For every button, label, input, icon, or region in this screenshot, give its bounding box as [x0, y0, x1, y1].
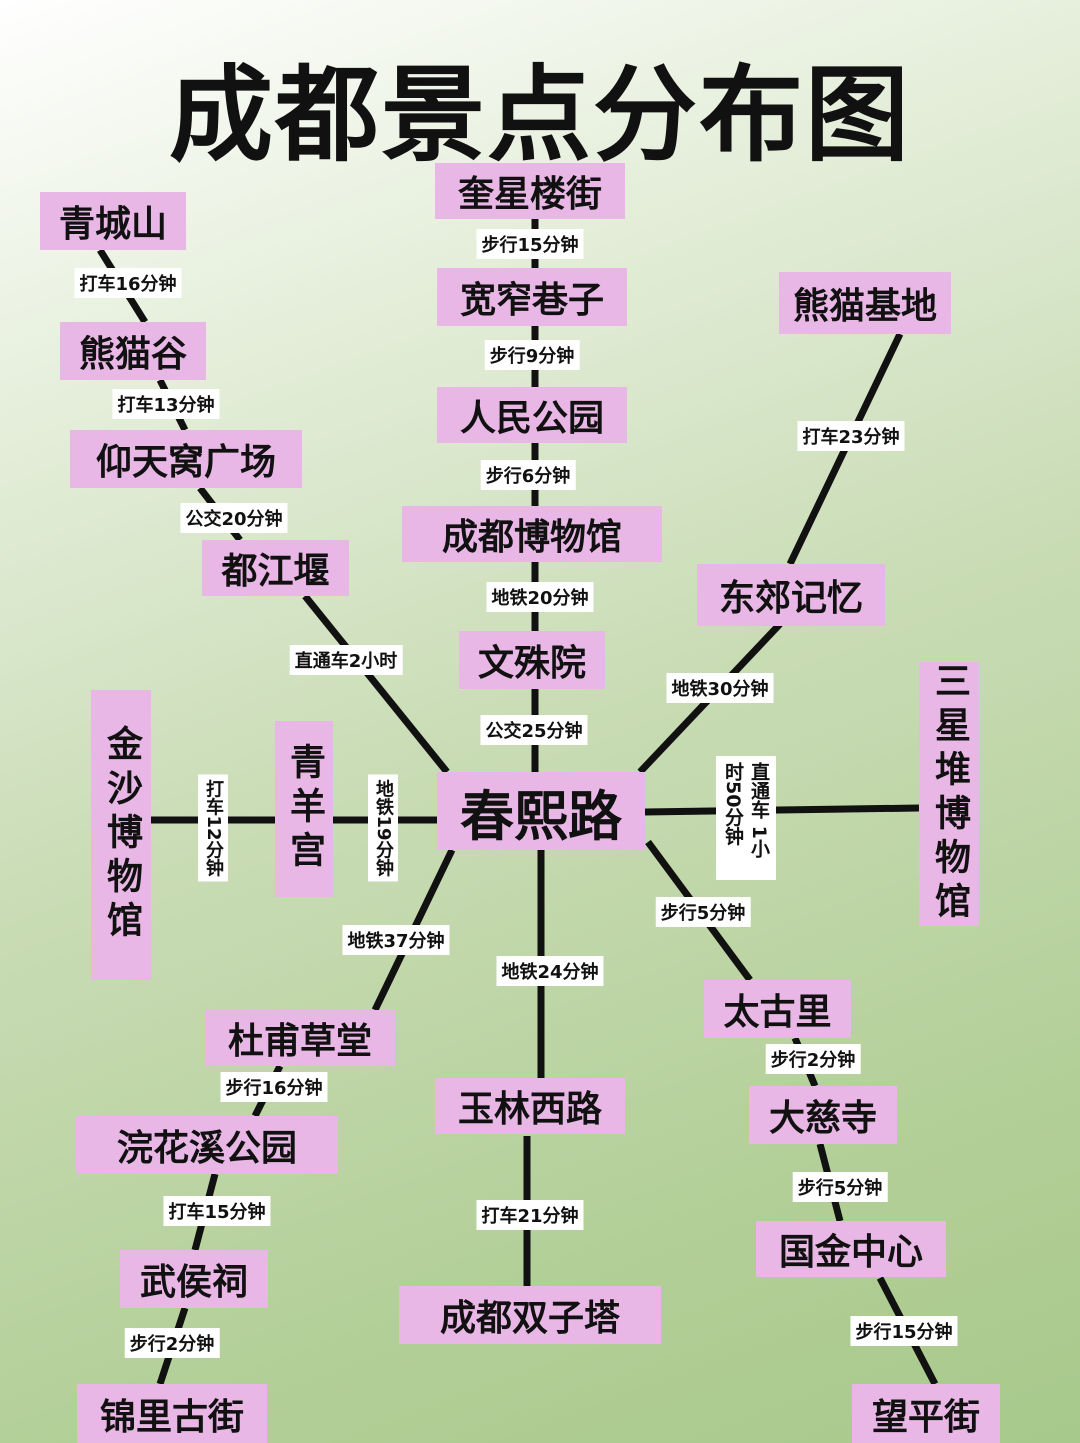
route-time-label: 打车21分钟 — [476, 1200, 584, 1230]
attraction-node: 锦里古街 — [77, 1384, 267, 1443]
attraction-node: 望平街 — [852, 1384, 1000, 1443]
attraction-node: 青城山 — [40, 192, 186, 250]
map-title: 成都景点分布图 — [168, 54, 911, 176]
route-time-label: 步行15分钟 — [476, 229, 584, 259]
route-time-label: 步行2分钟 — [765, 1044, 861, 1074]
route-time-label: 步行6分钟 — [480, 460, 576, 490]
attraction-node: 春熙路 — [437, 772, 645, 850]
route-time-label: 地铁37分钟 — [342, 925, 450, 955]
route-time-label: 公交25分钟 — [480, 715, 588, 745]
attraction-node: 浣花溪公园 — [76, 1116, 338, 1174]
route-time-label: 地铁24分钟 — [496, 956, 604, 986]
route-time-label: 地铁20分钟 — [486, 582, 594, 612]
attraction-node: 成都博物馆 — [402, 506, 662, 562]
attraction-node: 金沙博物馆 — [91, 690, 151, 980]
route-time-label: 步行15分钟 — [850, 1316, 958, 1346]
route-time-label: 打车15分钟 — [163, 1196, 271, 1226]
route-line — [644, 804, 920, 816]
attraction-node: 大慈寺 — [749, 1086, 897, 1144]
route-time-label: 步行5分钟 — [655, 897, 751, 927]
attraction-node: 国金中心 — [756, 1221, 946, 1277]
attraction-node: 太古里 — [704, 980, 851, 1038]
attraction-node: 青羊宫 — [275, 721, 333, 897]
attraction-node: 熊猫基地 — [779, 272, 951, 334]
attraction-node: 三星堆博物馆 — [919, 662, 979, 926]
route-time-label: 打车23分钟 — [797, 421, 905, 451]
attraction-node: 成都双子塔 — [399, 1286, 661, 1344]
route-time-label: 直通车 1小时50分钟 — [716, 756, 776, 880]
attraction-node: 人民公园 — [437, 387, 627, 443]
attraction-node: 宽窄巷子 — [437, 268, 627, 326]
route-time-label: 步行9分钟 — [484, 340, 580, 370]
attraction-node: 仰天窝广场 — [70, 430, 302, 488]
attraction-node: 都江堰 — [202, 540, 349, 596]
route-time-label: 步行16分钟 — [220, 1072, 328, 1102]
route-line — [302, 593, 450, 775]
route-time-label: 公交20分钟 — [180, 503, 288, 533]
attraction-node: 熊猫谷 — [60, 322, 206, 380]
route-time-label: 地铁30分钟 — [666, 673, 774, 703]
route-time-label: 打车12分钟 — [198, 774, 228, 882]
attraction-node: 文殊院 — [459, 631, 605, 689]
attraction-node: 杜甫草堂 — [205, 1010, 395, 1066]
route-time-label: 打车16分钟 — [74, 268, 182, 298]
attraction-node: 武侯祠 — [120, 1250, 268, 1308]
attraction-node: 玉林西路 — [435, 1078, 625, 1134]
route-time-label: 直通车2小时 — [289, 645, 403, 675]
route-time-label: 步行5分钟 — [792, 1172, 888, 1202]
route-time-label: 打车13分钟 — [112, 389, 220, 419]
attraction-node: 奎星楼街 — [435, 163, 625, 219]
route-time-label: 步行2分钟 — [124, 1328, 220, 1358]
route-time-label: 地铁19分钟 — [368, 774, 398, 882]
attraction-node: 东郊记忆 — [697, 564, 885, 626]
